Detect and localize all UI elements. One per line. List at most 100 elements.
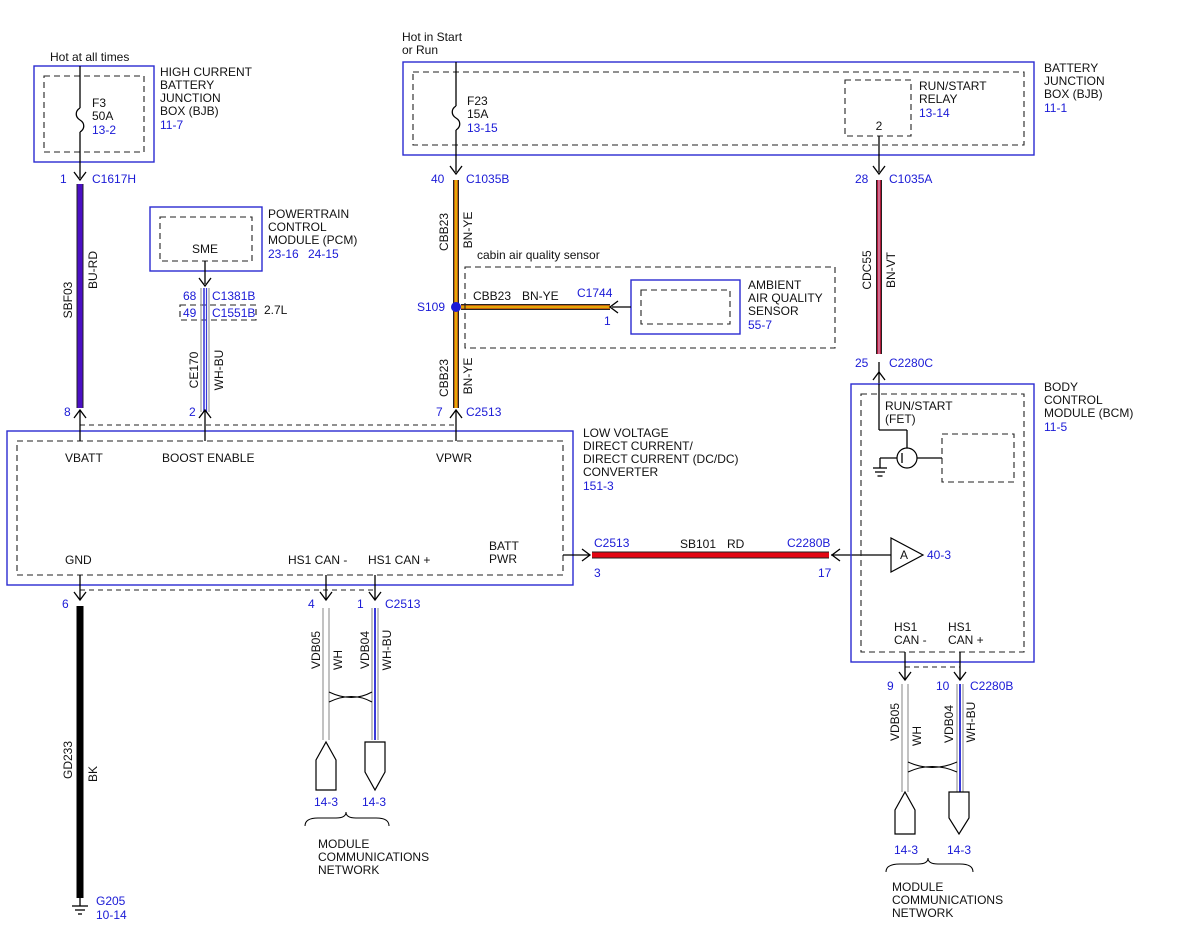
pcm-ref-1: 23-16	[268, 247, 299, 261]
bcm-ref: 11-5	[1044, 420, 1067, 434]
dcdc-ref: 151-3	[583, 479, 614, 493]
bcm-title-line1: BODY	[1044, 380, 1078, 394]
dcdc-inner	[16, 440, 564, 576]
sensor-title-line3: SENSOR	[748, 304, 799, 318]
c1035a-pin: 28	[855, 172, 869, 186]
network-right-label-line3: NETWORK	[892, 906, 953, 920]
amplifier-icon	[890, 537, 925, 573]
c1381b-connector: C1381B	[212, 289, 255, 303]
fuse-f3-rating: 50A	[92, 109, 113, 123]
bcm-title-line2: CONTROL	[1044, 393, 1103, 407]
dcdc-pin-boost: 2	[189, 405, 196, 419]
hot-at-all-times-label: Hot at all times	[50, 50, 129, 64]
connector-arrow-icon	[830, 548, 841, 562]
network-connector-male-icon	[948, 791, 970, 836]
bcm-can-plus-line1: HS1	[948, 620, 972, 634]
wire-ce170-color: WH-BU	[212, 350, 226, 391]
c1744-connector: C1744	[577, 286, 613, 300]
wire-ce170: CE170 WH-BU	[187, 288, 226, 412]
dcdc-title-line2: DIRECT CURRENT/	[583, 439, 693, 453]
network-right-label-line2: COMMUNICATIONS	[892, 893, 1003, 907]
pcm-title-line2: CONTROL	[268, 220, 327, 234]
fet-transistor-icon	[896, 447, 918, 469]
sensor-inner	[640, 289, 731, 325]
pcm-ref-2: 24-15	[308, 247, 339, 261]
splice-s109-label: S109	[417, 300, 445, 314]
network-left-label-line2: COMMUNICATIONS	[318, 850, 429, 864]
wire-cbb23-bottom-color: BN-YE	[461, 358, 475, 395]
dcdc-pin-vbatt: 8	[64, 405, 71, 419]
wire-vdb05-left-circuit: VDB05	[309, 631, 323, 669]
dcdc-bottom-connector: C2513	[385, 597, 421, 611]
wire-gd233-circuit: GD233	[61, 741, 75, 779]
dcdc-pin-can-minus: 4	[308, 597, 315, 611]
fuse-f23-rating: 15A	[467, 107, 488, 121]
network-left-ref-a[interactable]: 14-3	[314, 795, 338, 809]
high-current-bjb: Hot at all times HIGH CURRENT BATTERY JU…	[33, 50, 253, 186]
sensor-area-box	[464, 266, 836, 349]
c1035a-connector: C1035A	[889, 172, 932, 186]
can-pair-left: VDB05 WH VDB04 WH-BU 14-3 14-3 MODULE CO…	[304, 608, 429, 877]
pcm-title-line1: POWERTRAIN	[268, 207, 349, 221]
connector-arrow-icon	[198, 277, 212, 288]
ground-icon	[72, 905, 88, 915]
hc-bjb-box	[33, 65, 155, 163]
relay-ref: 13-14	[919, 106, 950, 120]
dcdc-boost-enable-label: BOOST ENABLE	[162, 451, 254, 465]
wire-sbf03-circuit: SBF03	[61, 281, 75, 318]
twisted-pair-icon	[907, 761, 958, 768]
connector-arrow-icon	[73, 591, 87, 602]
wire-gd233-color: BK	[86, 766, 100, 782]
bjb-title-line1: BATTERY	[1044, 61, 1098, 75]
network-left-brace	[304, 811, 390, 827]
body-control-module: BODY CONTROL MODULE (BCM) 11-5 RUN/START…	[850, 380, 1133, 693]
connector-arrow-icon	[581, 548, 592, 562]
wire-ce170-circuit: CE170	[187, 351, 201, 388]
dcdc-title-line4: CONVERTER	[583, 465, 658, 479]
network-connector-male-icon	[364, 741, 386, 792]
network-left-ref-b[interactable]: 14-3	[362, 795, 386, 809]
ambient-air-quality-sensor: cabin air quality sensor C1744 1 AMBIENT…	[464, 248, 836, 349]
c1551b-optional-box	[179, 304, 257, 321]
sensor-area-label: cabin air quality sensor	[477, 248, 600, 262]
dcdc-pin-vpwr: 7	[436, 405, 443, 419]
connector-arrow-icon	[449, 165, 463, 176]
bcm-inner	[860, 393, 1025, 653]
dcdc-batt-connector: C2513	[594, 536, 630, 550]
network-right-ref-a[interactable]: 14-3	[894, 843, 918, 857]
pcm-title-line3: MODULE (PCM)	[268, 233, 357, 247]
network-connector-female-icon	[894, 790, 916, 835]
c1381b-pin: 68	[183, 289, 197, 303]
wire-cbb23-top-circuit: CBB23	[437, 213, 451, 251]
wire-sbf03: SBF03 BU-RD	[61, 184, 100, 408]
can-pair-right: VDB05 WH VDB04 WH-BU 14-3 14-3 MODULE CO…	[885, 684, 1003, 920]
chassis-ground-icon	[873, 467, 887, 477]
connector-arrow-icon	[608, 300, 619, 314]
c1035b-connector: C1035B	[466, 172, 509, 186]
relay-title-line2: RELAY	[919, 92, 957, 106]
wire-cbb23-bottom-circuit: CBB23	[437, 359, 451, 397]
network-right-ref-b[interactable]: 14-3	[947, 843, 971, 857]
wire-vdb04-left-color: WH-BU	[380, 630, 394, 671]
bcm-pin-can-plus: 10	[936, 679, 950, 693]
connector-arrow-icon	[73, 171, 87, 182]
wire-cdc55: CDC55 BN-VT 25 C2280C	[855, 180, 933, 384]
bjb-title-line2: JUNCTION	[1044, 74, 1105, 88]
fuse-f23-icon	[451, 105, 461, 131]
wire-vdb04-left-circuit: VDB04	[358, 631, 372, 669]
pcm-box	[149, 206, 263, 272]
bjb-box	[402, 61, 1035, 156]
bcm-batt-connector: C2280B	[787, 536, 830, 550]
wire-vdb05-left-color: WH	[331, 650, 345, 670]
bcm-can-plus-line2: CAN +	[948, 633, 984, 647]
network-left-label-line3: NETWORK	[318, 863, 379, 877]
fuse-f23-name: F23	[467, 94, 488, 108]
dcdc-gnd-label: GND	[65, 553, 92, 567]
connector-arrow-icon	[872, 165, 886, 176]
hc-bjb-title-line2: BATTERY	[160, 78, 214, 92]
network-right-label-line1: MODULE	[892, 880, 943, 894]
ground-g205-name: G205	[96, 894, 126, 908]
wire-sb101-circuit: SB101	[680, 537, 716, 551]
dcdc-vpwr-label: VPWR	[436, 451, 472, 465]
wire-vdb05-right-color: WH	[910, 726, 924, 746]
